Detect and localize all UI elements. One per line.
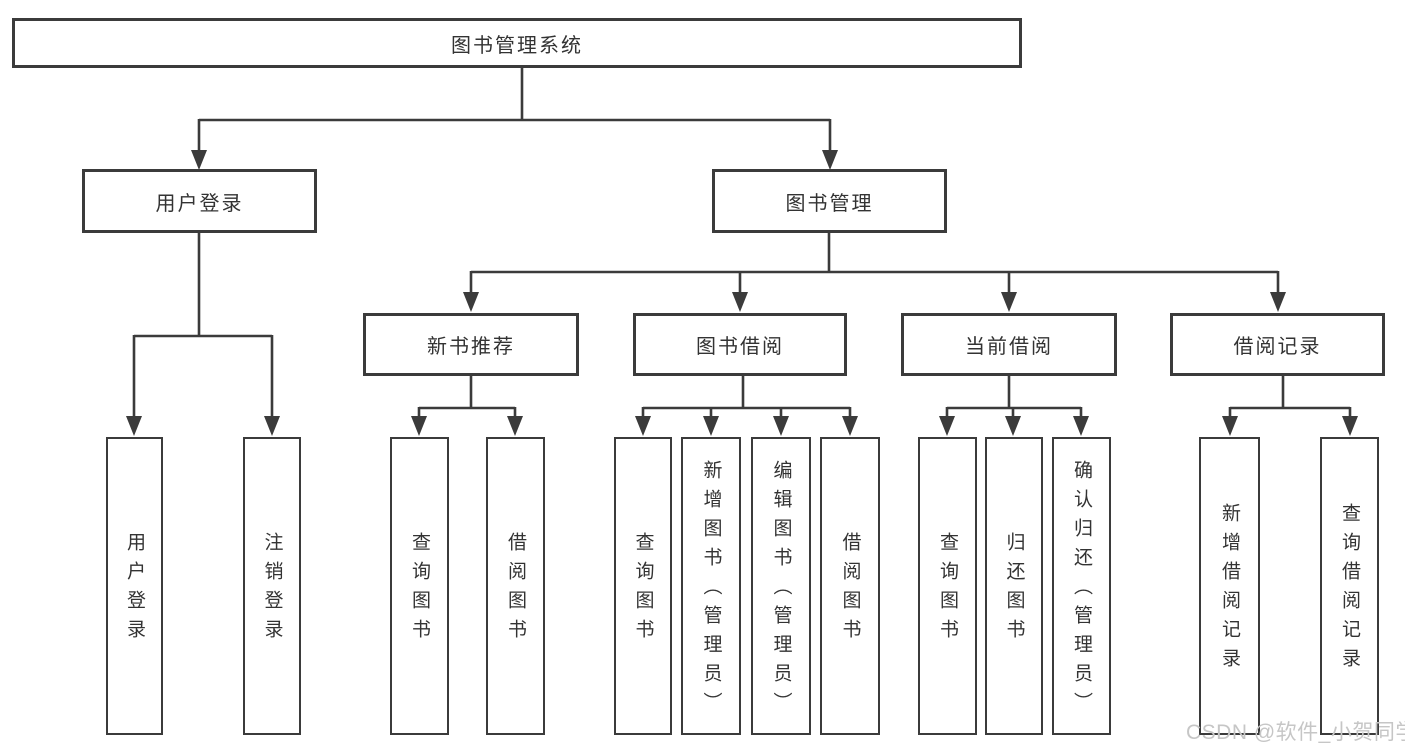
- arrowhead-icon: [842, 416, 858, 436]
- leaf-user-login: 用户登录: [106, 437, 163, 735]
- leaf-label: 注销登录: [261, 532, 283, 648]
- leaf-label: 借阅图书: [505, 532, 526, 648]
- node-label: 用户登录: [155, 192, 244, 215]
- leaf-label: 查询借阅记录: [1339, 503, 1360, 677]
- leaf-query-books-1: 查询图书: [390, 437, 449, 735]
- leaf-borrow-books-2: 借阅图书: [820, 437, 880, 735]
- leaf-add-borrow-record: 新增借阅记录: [1199, 437, 1260, 735]
- leaf-return-book: 归还图书: [985, 437, 1043, 735]
- node-label: 当前借阅: [965, 336, 1053, 358]
- arrowhead-icon: [1222, 416, 1238, 436]
- arrowhead-icon: [1073, 416, 1089, 436]
- leaf-query-books-3: 查询图书: [918, 437, 977, 735]
- arrowhead-icon: [732, 292, 748, 312]
- leaf-confirm-return-admin: 确认归还（管理员）: [1052, 437, 1111, 735]
- leaf-edit-book-admin: 编辑图书（管理员）: [751, 437, 811, 735]
- leaf-label: 新增借阅记录: [1219, 503, 1240, 677]
- leaf-label: 新增图书（管理员）: [700, 459, 722, 721]
- leaf-query-borrow-record: 查询借阅记录: [1320, 437, 1379, 735]
- node-label: 借阅记录: [1233, 336, 1322, 358]
- node-library-system: 图书管理系统: [12, 18, 1022, 68]
- node-borrow-records: 借阅记录: [1170, 313, 1385, 376]
- leaf-logout: 注销登录: [243, 437, 301, 735]
- node-label: 图书管理: [785, 192, 874, 215]
- arrowhead-icon: [1005, 416, 1021, 436]
- node-new-book-recommend: 新书推荐: [363, 313, 579, 376]
- watermark-text: CSDN @软件_小贺同学: [1186, 721, 1405, 744]
- leaf-label: 查询图书: [937, 532, 958, 648]
- leaf-label: 借阅图书: [839, 532, 861, 648]
- leaf-label: 归还图书: [1003, 532, 1025, 648]
- arrowhead-icon: [773, 416, 789, 436]
- node-label: 新书推荐: [427, 336, 515, 358]
- arrowhead-icon: [1342, 416, 1358, 436]
- node-book-management: 图书管理: [712, 169, 947, 233]
- arrowhead-icon: [939, 416, 955, 436]
- leaf-borrow-books-1: 借阅图书: [486, 437, 545, 735]
- leaf-label: 查询图书: [409, 532, 430, 648]
- leaf-query-books-2: 查询图书: [614, 437, 672, 735]
- arrowhead-icon: [463, 292, 479, 312]
- node-book-borrow: 图书借阅: [633, 313, 847, 376]
- arrowhead-icon: [635, 416, 651, 436]
- leaf-add-book-admin: 新增图书（管理员）: [681, 437, 741, 735]
- arrowhead-icon: [264, 416, 280, 436]
- arrowhead-icon: [126, 416, 142, 436]
- node-label: 图书管理系统: [451, 34, 583, 57]
- arrowhead-icon: [191, 150, 207, 170]
- arrowhead-icon: [1001, 292, 1017, 312]
- arrowhead-icon: [411, 416, 427, 436]
- leaf-label: 用户登录: [124, 532, 145, 648]
- arrowhead-icon: [507, 416, 523, 436]
- leaf-label: 确认归还（管理员）: [1071, 459, 1092, 721]
- arrowhead-icon: [703, 416, 719, 436]
- leaf-label: 编辑图书（管理员）: [770, 459, 792, 721]
- arrowhead-icon: [1270, 292, 1286, 312]
- arrowhead-icon: [822, 150, 838, 170]
- node-user-login: 用户登录: [82, 169, 317, 233]
- leaf-label: 查询图书: [632, 532, 654, 648]
- node-current-borrow: 当前借阅: [901, 313, 1117, 376]
- node-label: 图书借阅: [696, 336, 784, 358]
